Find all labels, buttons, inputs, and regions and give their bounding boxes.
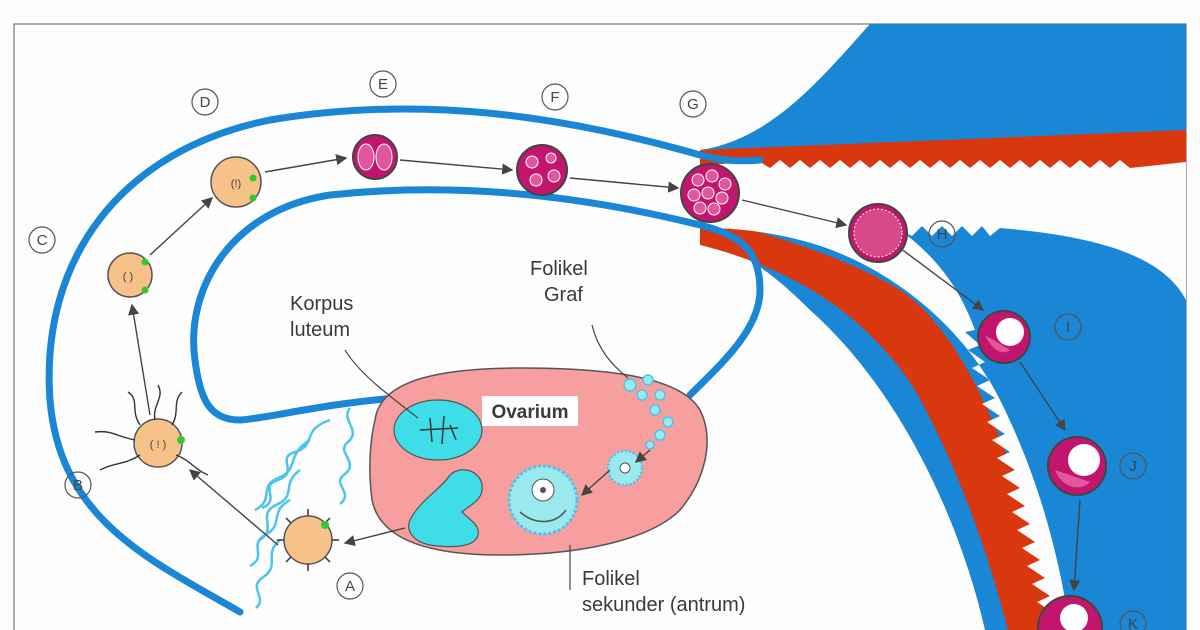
folikel-sekunder-label-line2: sekunder (antrum) [582, 594, 745, 616]
stage-letter-d: D [200, 94, 211, 111]
stage-b-zygote: ( ! ) [94, 384, 209, 476]
stage-marker-a [336, 572, 364, 600]
stage-letter-a: A [345, 578, 355, 595]
small-follicles [623, 374, 674, 450]
ovarium-label-bg [482, 396, 578, 426]
korpus-luteum-leader [344, 349, 419, 419]
korpus-label-line1: Korpus [290, 293, 353, 315]
uterine-lumen [700, 160, 1186, 630]
stage-e-embryo [352, 134, 398, 180]
stage-marker-h [928, 220, 956, 248]
stage-marker-j [1119, 452, 1147, 480]
stage-marker-c [28, 226, 56, 254]
ruptured-follicle [408, 469, 483, 548]
stage-i-blastocyst [977, 310, 1031, 364]
stage-letter-i: I [1066, 319, 1070, 336]
corpus-luteum [393, 399, 483, 461]
folikel-graf-label-line1: Folikel [530, 258, 588, 280]
oviduct-inner-wall [190, 186, 764, 424]
folikel-graf-label-line2: Graf [544, 284, 583, 306]
stage-letter-g: G [687, 96, 699, 113]
stage-marker-e [369, 70, 397, 98]
uterus-blue-region [700, 24, 1186, 630]
folikel-sekunder-label-line1: Folikel [582, 568, 640, 590]
secondary-follicle-nucleus [540, 487, 546, 493]
fimbriae [249, 407, 355, 609]
stage-letter-f: F [550, 89, 559, 106]
svg-text:(!): (!) [231, 178, 241, 190]
stage-j-blastocyst [1047, 436, 1107, 496]
stage-f-embryo [516, 144, 568, 196]
stage-marker-d [191, 88, 219, 116]
svg-text:( ): ( ) [123, 271, 133, 283]
corpus-luteum-scar [419, 415, 459, 445]
stage-letter-b: B [73, 477, 83, 494]
folikel-graf-leader [591, 324, 629, 379]
secondary-follicle-antrum [519, 509, 567, 523]
stage-letter-k: K [1128, 616, 1138, 630]
pathway-arrows [128, 154, 1081, 592]
stage-marker-g [679, 90, 707, 118]
stage-a-oocyte [277, 509, 339, 571]
stage-d-cell: (!) [210, 156, 262, 208]
stage-letter-h: H [937, 226, 948, 243]
stage-g-morula [680, 163, 740, 223]
stage-letter-e: E [378, 76, 388, 93]
stage-letter-j: J [1129, 458, 1137, 475]
stage-marker-f [541, 83, 569, 111]
stage-letter-c: C [37, 232, 48, 249]
svg-text:( ! ): ( ! ) [150, 439, 167, 451]
ovarium-label: Ovarium [491, 402, 568, 423]
stage-marker-k [1119, 610, 1147, 630]
stage-marker-b [64, 471, 92, 499]
uterus-red-lower [700, 215, 1068, 630]
stage-h-morula [848, 203, 908, 263]
stage-c-cell: ( ) [107, 252, 153, 298]
stage-marker-i [1054, 313, 1082, 341]
early-follicle-oocyte [619, 462, 631, 474]
korpus-label-line2: luteum [290, 319, 350, 341]
stage-k-implanting [1037, 595, 1103, 630]
oviduct-outer-wall [45, 105, 764, 616]
stage-markers [28, 70, 1147, 630]
